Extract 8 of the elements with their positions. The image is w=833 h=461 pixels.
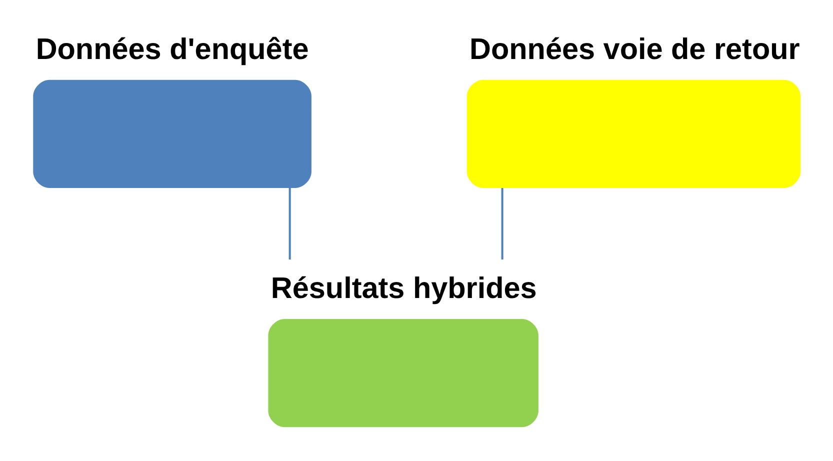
node-label: Données d'enquête <box>36 33 309 66</box>
node-box <box>268 319 538 428</box>
connector <box>501 188 504 260</box>
node-label: Données voie de retour <box>470 33 800 66</box>
connector <box>288 188 291 260</box>
node-label: Résultats hybrides <box>270 272 537 306</box>
node-box <box>466 80 801 188</box>
node-box <box>33 80 312 188</box>
